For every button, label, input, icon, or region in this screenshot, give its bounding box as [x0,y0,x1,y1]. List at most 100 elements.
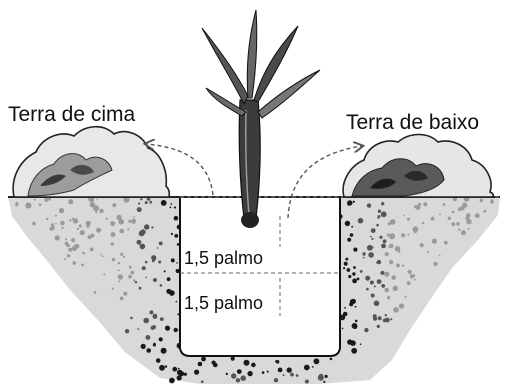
soil-speck [384,319,387,322]
soil-speck [404,295,407,298]
soil-speck [384,287,390,293]
soil-speck [427,251,430,253]
soil-speck [110,221,116,226]
soil-speck [140,198,143,201]
soil-speck [401,233,406,238]
soil-speck [347,202,351,206]
soil-speck [149,200,153,204]
soil-speck [138,230,145,237]
soil-speck [101,255,104,258]
soil-speck [304,379,309,384]
soil-speck [130,316,133,320]
soil-speck [105,217,108,220]
soil-speck [55,222,57,225]
soil-speck [118,269,120,272]
soil-speck [421,221,425,225]
soil-speck [65,238,68,241]
planting-hole [179,196,341,357]
soil-speck [341,327,344,330]
soil-speck [169,206,172,209]
soil-speck [128,274,132,279]
soil-speck [407,217,410,221]
soil-speck [384,314,387,317]
soil-speck [152,313,158,318]
subsoil-label: Terra de baixo [346,111,479,134]
soil-speck [225,372,228,376]
soil-speck [247,370,253,377]
soil-speck [370,235,372,238]
soil-speck [380,211,387,218]
soil-speck [343,267,346,270]
soil-speck [311,366,314,368]
soil-speck [373,316,378,321]
soil-speck [412,274,416,277]
soil-speck [152,278,157,282]
soil-speck [442,203,446,206]
soil-speck [116,214,122,221]
soil-speck [384,252,389,257]
soil-speck [345,257,349,261]
soil-speck [123,196,130,203]
soil-speck [362,252,366,256]
soil-speck [381,243,386,249]
soil-speck [136,207,142,213]
soil-speck [213,362,218,368]
soil-speck [96,198,99,201]
soil-speck [159,284,163,287]
soil-speck [176,375,182,381]
soil-speck [61,226,64,229]
soil-speck [73,244,78,249]
soil-speck [76,227,80,230]
soil-speck [177,313,180,316]
soil-speck [152,343,156,347]
soil-speck [391,275,397,280]
soil-speck [415,205,421,210]
soil-speck [32,221,36,226]
soil-speck [324,374,328,378]
soil-speck [173,206,176,209]
soil-speck [451,210,455,214]
soil-speck [376,279,382,284]
soil-speck [149,310,154,315]
soil-speck [230,356,235,361]
soil-speck [128,219,132,223]
soil-speck [235,378,241,383]
soil-speck [290,372,294,377]
soil-speck [373,300,380,307]
soil-speck [370,228,376,234]
soil-speck [240,375,246,382]
soil-speck [183,372,187,376]
soil-speck [170,258,175,263]
soil-speck [458,228,461,231]
soil-speck [170,232,173,236]
soil-speck [295,374,299,377]
soil-speck [366,287,369,291]
soil-speck [377,217,380,219]
arrow-to-subsoil-icon [287,146,362,219]
soil-speck [68,247,73,252]
soil-speck [155,358,161,363]
soil-speck [354,319,358,323]
soil-speck [96,227,102,233]
soil-speck [359,270,363,273]
soil-speck [127,228,130,231]
soil-speck [69,219,72,222]
soil-speck [456,222,460,226]
soil-speck [158,337,163,342]
soil-speck [381,284,386,288]
soil-speck [398,303,405,309]
soil-speck [447,216,451,220]
soil-speck [146,348,151,353]
soil-speck [110,242,114,246]
soil-speck [413,278,416,281]
soil-speck [362,256,365,259]
soil-speck [99,208,104,214]
soil-speck [401,264,405,267]
soil-speck [430,216,435,221]
soil-speck [474,213,480,219]
soil-speck [356,277,360,281]
soil-speck [134,281,138,284]
soil-speck [353,266,356,269]
soil-speck [175,300,178,303]
